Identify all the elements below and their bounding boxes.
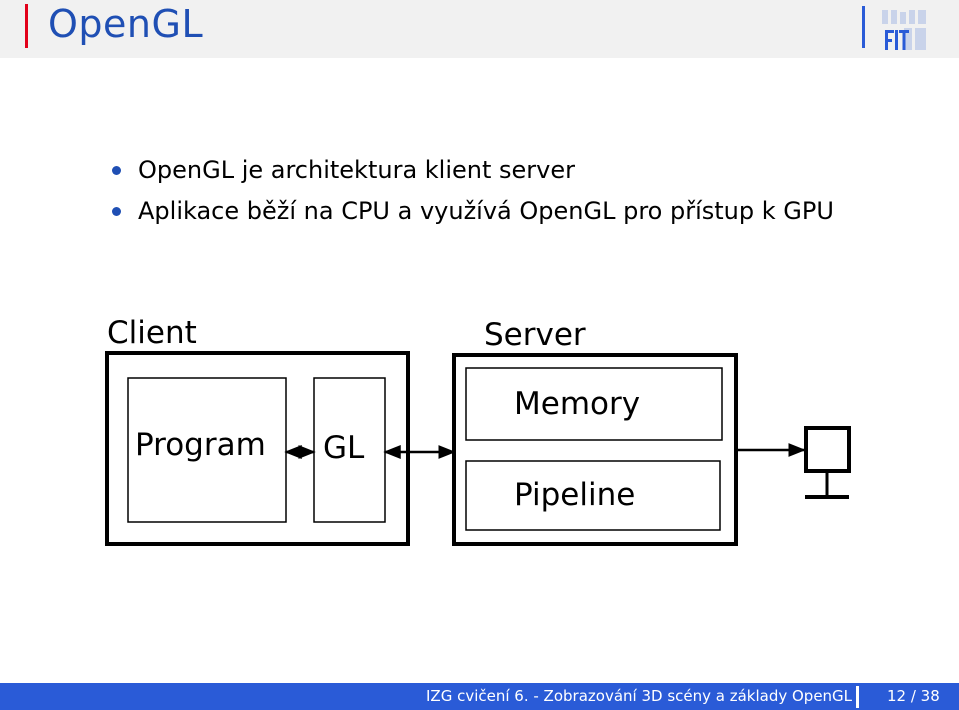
bullet-text: Aplikace běží na CPU a využívá OpenGL pr… xyxy=(138,197,834,225)
bullet-dot-icon xyxy=(112,207,121,216)
slide-header: OpenGL xyxy=(0,0,959,58)
university-logo-icon xyxy=(882,10,926,50)
bullet-item: OpenGL je architektura klient server xyxy=(108,150,888,191)
logo-separator xyxy=(862,6,865,48)
program-label: Program xyxy=(135,427,266,463)
footer-text: IZG cvičení 6. - Zobrazování 3D scény a … xyxy=(426,687,853,705)
slide-title: OpenGL xyxy=(48,2,204,46)
bullet-list: OpenGL je architektura klient server Apl… xyxy=(108,150,888,232)
page-number: 12 / 38 xyxy=(887,687,940,705)
memory-label: Memory xyxy=(514,386,640,422)
slide-footer: IZG cvičení 6. - Zobrazování 3D scény a … xyxy=(0,683,959,710)
client-server-diagram: Client Program GL Server Memory Pipeline xyxy=(105,315,851,546)
monitor-icon xyxy=(804,426,851,499)
server-label: Server xyxy=(484,317,586,353)
server-box xyxy=(452,353,738,546)
bullet-item: Aplikace běží na CPU a využívá OpenGL pr… xyxy=(108,191,888,232)
client-label: Client xyxy=(107,315,197,351)
gl-label: GL xyxy=(323,430,365,466)
pipeline-label: Pipeline xyxy=(514,477,635,513)
memory-box xyxy=(465,367,723,441)
title-accent-bar xyxy=(25,4,28,48)
pipeline-box xyxy=(465,460,721,531)
bullet-dot-icon xyxy=(112,166,121,175)
footer-separator xyxy=(856,686,859,708)
bullet-text: OpenGL je architektura klient server xyxy=(138,156,576,184)
